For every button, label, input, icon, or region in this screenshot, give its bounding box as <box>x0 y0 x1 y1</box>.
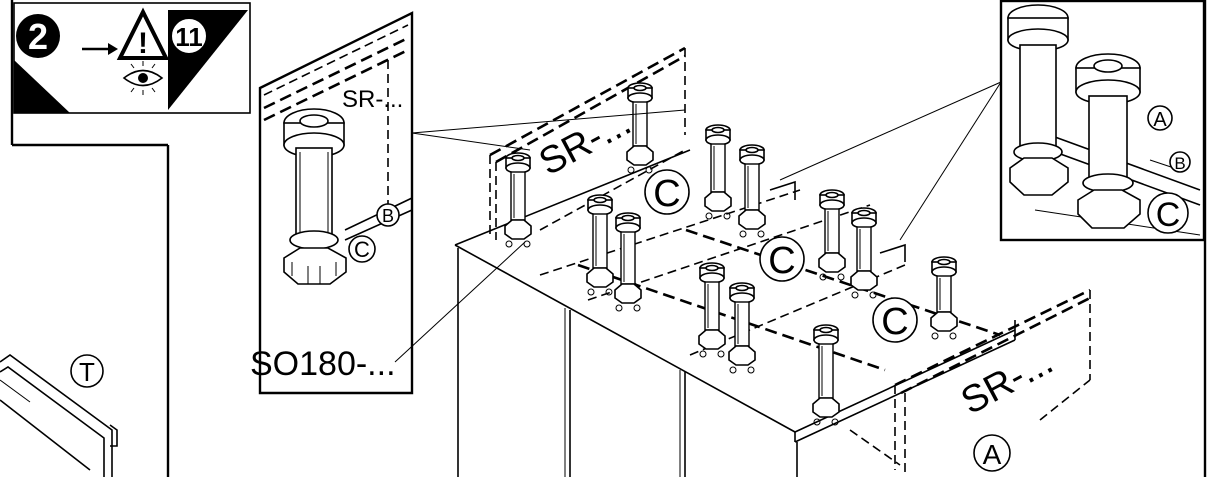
leg-1 <box>626 82 654 174</box>
eye-icon <box>122 61 164 95</box>
legs-group <box>504 82 958 426</box>
label-c-circle-detail-right <box>1147 192 1189 234</box>
leg-model-callout: SO180-... <box>250 241 526 383</box>
leg-12 <box>812 324 840 426</box>
warning-triangle-icon: ! <box>116 7 170 60</box>
label-c-3: C <box>881 301 908 343</box>
label-b-detail-left: B <box>382 206 394 226</box>
leg-4 <box>738 144 766 238</box>
leg-9 <box>698 262 726 358</box>
leg-3 <box>704 124 732 220</box>
detail-leg-left <box>283 108 347 285</box>
ref-step-badge <box>170 17 208 55</box>
step-header: 2 ! 11 <box>13 2 251 114</box>
label-b-detail-right: B <box>1174 154 1185 173</box>
label-b-circle-detail-left <box>376 203 400 227</box>
detail-leg-right-back <box>1007 4 1069 196</box>
label-t-circle <box>70 354 104 388</box>
leg-5 <box>586 194 614 296</box>
warning-mark: ! <box>138 27 148 60</box>
component-a-bottom: A <box>973 434 1011 472</box>
component-c-labels: C C C <box>644 169 918 343</box>
label-a-circle-bottom <box>973 434 1011 472</box>
rail-label-main: SR-... <box>533 101 638 184</box>
leg-8 <box>850 207 878 299</box>
label-c-circle-2 <box>759 236 805 282</box>
leg-model-label: SO180-... <box>250 345 396 383</box>
rail-label-detail: SR-... <box>342 86 403 113</box>
leg-7 <box>818 189 846 281</box>
label-b-circle-detail-right <box>1169 151 1191 173</box>
label-c-2: C <box>768 240 795 282</box>
leg-6 <box>614 212 642 312</box>
label-a-detail: A <box>1153 109 1167 131</box>
label-c-1: C <box>653 173 680 215</box>
label-c-circle-3 <box>872 297 918 343</box>
arrow-right-icon <box>82 43 118 55</box>
label-t: T <box>79 357 95 387</box>
step-number-badge <box>16 14 60 58</box>
leader-lines-left <box>411 109 686 151</box>
ref-step-number: 11 <box>175 22 203 52</box>
detail-inset-left: SR-... C B <box>258 11 414 395</box>
label-c-detail-left: C <box>354 237 370 262</box>
label-a-bottom: A <box>983 439 1002 470</box>
label-a-circle-detail <box>1147 105 1173 131</box>
label-c-circle-detail-left <box>348 235 376 263</box>
leg-11 <box>930 256 958 340</box>
leader-lines-right <box>779 81 1002 241</box>
label-c-detail-right: C <box>1156 196 1181 234</box>
rail-label-front: SR-... <box>955 340 1060 423</box>
leg-10 <box>728 282 756 374</box>
detail-leg-right-front <box>1075 53 1141 229</box>
label-c-circle-1 <box>644 169 690 215</box>
step-number: 2 <box>28 16 48 57</box>
drawer-fragment: T <box>0 354 118 477</box>
leg-2 <box>504 152 532 248</box>
detail-inset-right: A B C <box>999 0 1206 242</box>
